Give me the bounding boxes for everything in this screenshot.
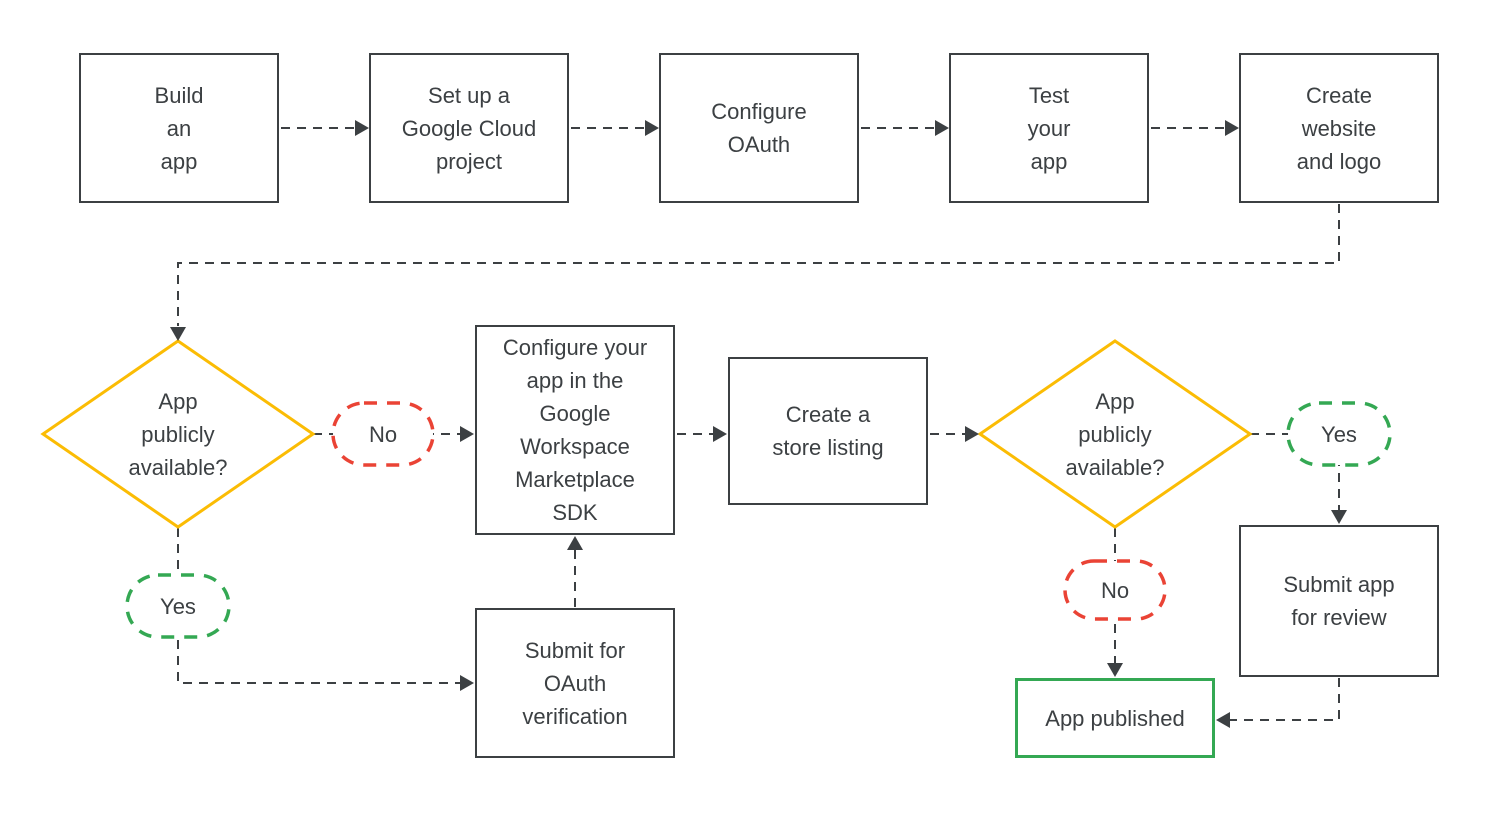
decision-diamond-left [40,339,316,529]
arrowhead-yes-to-submit-oauth [460,675,474,691]
arrowhead-submit-oauth-to-sdk [567,536,583,550]
arrowhead-build-to-setup [355,120,369,136]
node-build-an-app: Build an app [79,53,279,203]
no-right-oval [1063,559,1167,621]
edge-website-to-decision-left [177,204,1340,326]
arrowhead-yes-to-review [1331,510,1347,524]
node-setup-google-cloud-project: Set up a Google Cloud project [369,53,569,203]
no-right-label: No [1100,577,1130,603]
arrowhead-sdk-to-listing [713,426,727,442]
arrowhead-setup-to-oauth [645,120,659,136]
node-create-store-listing: Create a store listing [728,357,928,505]
no-left-oval [331,401,435,467]
yes-right-label: Yes [1321,421,1357,447]
yes-right-oval [1286,401,1392,467]
no-left-label: No [368,421,398,447]
arrowhead-oauth-to-test [935,120,949,136]
arrowhead-into-decision-left [170,327,186,341]
arrowhead-into-decision-right [965,426,979,442]
decision-right-label: App publicly available? [1065,388,1165,480]
edge-review-to-published [1230,678,1340,721]
arrowhead-no-to-published [1107,663,1123,677]
node-submit-for-oauth-verification: Submit for OAuth verification [475,608,675,758]
node-test-your-app: Test your app [949,53,1149,203]
yes-left-label: Yes [160,593,196,619]
node-configure-marketplace-sdk: Configure your app in the Google Workspa… [475,325,675,535]
decision-left-label: App publicly available? [128,388,228,480]
yes-left-oval [125,573,231,639]
arrowhead-review-to-published [1216,712,1230,728]
node-configure-oauth: Configure OAuth [659,53,859,203]
decision-diamond-right [977,339,1253,529]
node-app-published: App published [1015,678,1215,758]
node-create-website-and-logo: Create website and logo [1239,53,1439,203]
node-submit-app-for-review: Submit app for review [1239,525,1439,677]
arrowhead-test-to-website [1225,120,1239,136]
arrowhead-no-to-sdk [460,426,474,442]
